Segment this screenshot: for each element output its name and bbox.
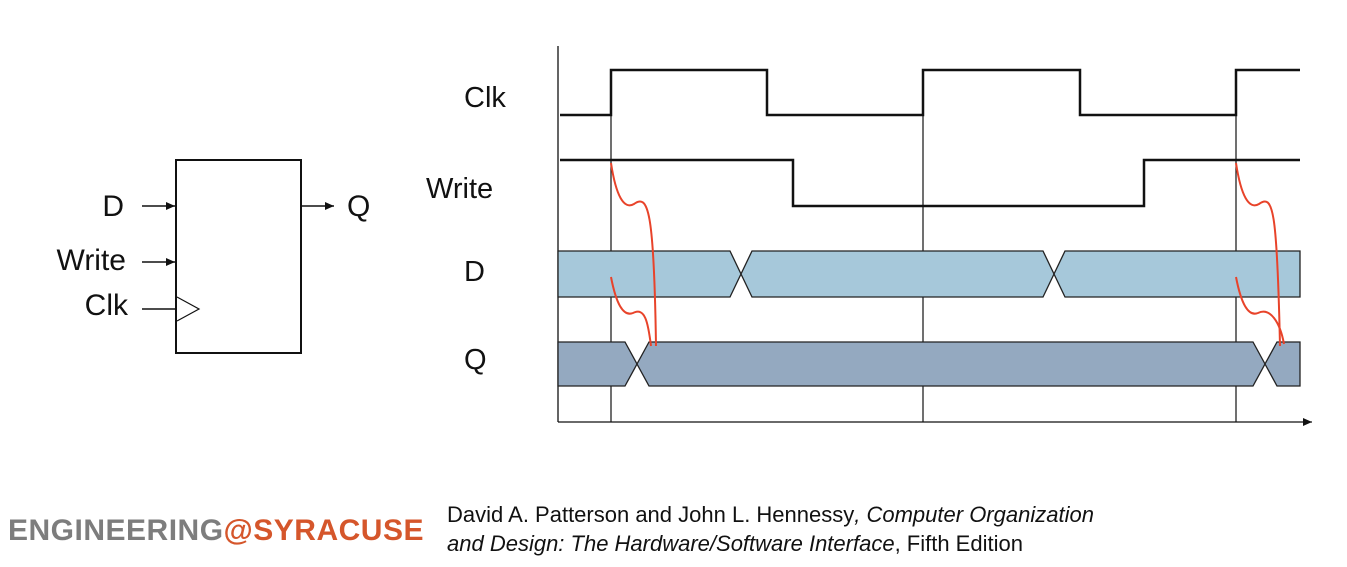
q-bus-segment	[557, 341, 638, 387]
citation-title-line-2: and Design: The Hardware/Software Interf…	[447, 531, 895, 556]
d-bus-segment	[557, 250, 742, 298]
register-block: D Write Clk Q	[57, 159, 370, 354]
glitch-curve	[1235, 276, 1285, 345]
citation-edition: , Fifth Edition	[894, 531, 1023, 556]
block-label-clk: Clk	[85, 289, 129, 322]
glitch-curve	[610, 162, 657, 347]
q-bus-segment	[636, 341, 1266, 387]
citation-title-line-1: Computer Organization	[866, 502, 1094, 527]
logo-text-engineering: ENGINEERING	[8, 514, 224, 547]
logo-text-syracuse: @SYRACUSE	[223, 514, 424, 547]
citation-line-1: David A. Patterson and John L. Hennessy,…	[447, 500, 1094, 529]
signal-label-clk: Clk	[464, 82, 506, 114]
d-bus-segment	[740, 250, 1055, 298]
signal-label-write: Write	[426, 173, 493, 205]
q-bus-segment	[1264, 341, 1301, 387]
block-label-q: Q	[347, 190, 370, 223]
citation-separator: ,	[854, 502, 867, 527]
d-bus-waveform	[557, 250, 1301, 298]
propagation-glitch-curves	[610, 162, 1285, 347]
clock-triangle-icon	[176, 296, 201, 322]
block-label-d: D	[102, 190, 124, 223]
citation-line-2: and Design: The Hardware/Software Interf…	[447, 529, 1094, 558]
signal-label-d: D	[464, 256, 485, 288]
signal-label-q: Q	[464, 344, 487, 376]
glitch-curve	[1235, 162, 1281, 347]
citation: David A. Patterson and John L. Hennessy,…	[447, 500, 1094, 558]
block-label-write: Write	[57, 244, 126, 277]
glitch-curve	[610, 276, 652, 347]
register-box	[175, 159, 302, 354]
syracuse-engineering-logo: ENGINEERING@SYRACUSE	[8, 511, 424, 551]
write-waveform	[560, 158, 1300, 208]
timing-diagram: Clk Write D Q	[426, 46, 1312, 426]
citation-authors: David A. Patterson and John L. Hennessy	[447, 502, 855, 527]
d-bus-segment	[1053, 250, 1301, 298]
clk-waveform	[560, 68, 1300, 117]
q-bus-waveform	[557, 341, 1301, 387]
